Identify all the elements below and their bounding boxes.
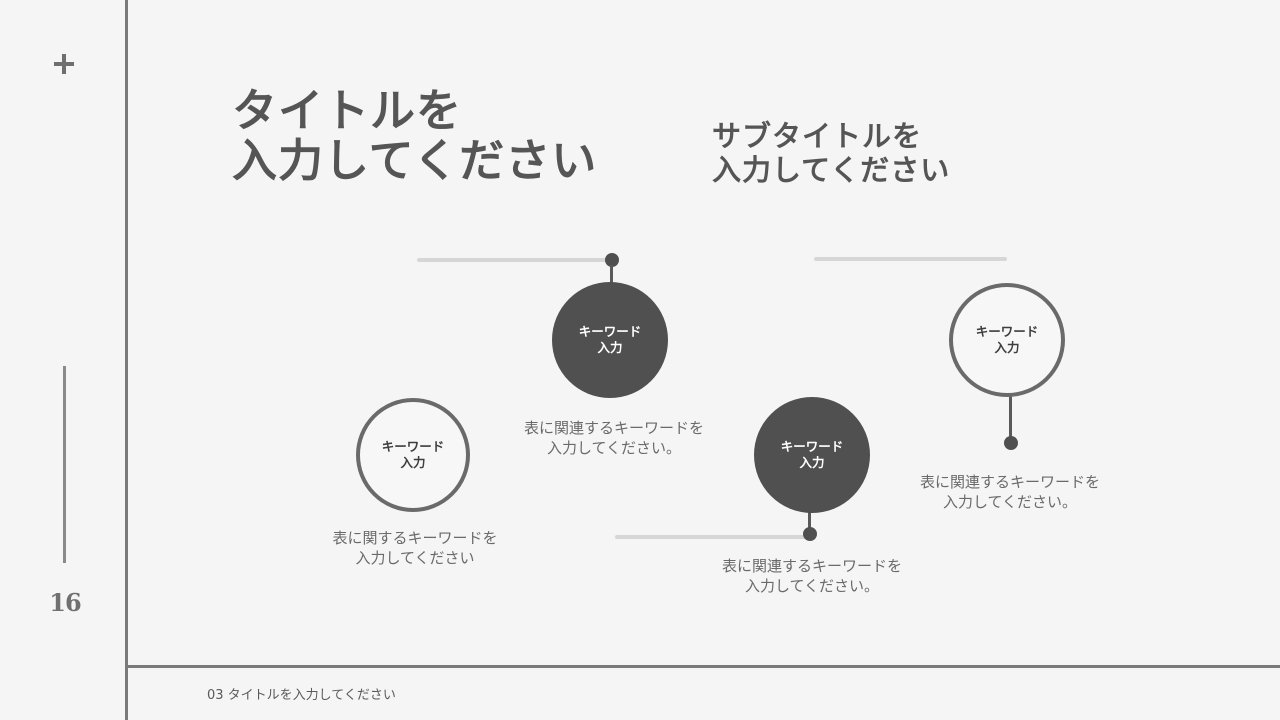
connector-dot bbox=[605, 253, 619, 267]
slide-subtitle: サブタイトルを 入力してください bbox=[712, 119, 950, 187]
description-line: 表に関するキーワードを bbox=[332, 529, 498, 547]
keyword-label-line-1: キーワード bbox=[975, 324, 1039, 339]
description-line: 入力してください。 bbox=[546, 439, 682, 457]
connector-bar-bottom bbox=[615, 535, 810, 539]
keyword-label-line-1: キーワード bbox=[780, 439, 844, 454]
keyword-circle-2: キーワード 入力 bbox=[552, 282, 668, 398]
description-line: 入力してください bbox=[355, 549, 475, 567]
slide-title: タイトルを 入力してください bbox=[232, 86, 597, 186]
keyword-circle-1: キーワード 入力 bbox=[356, 398, 470, 512]
side-accent-line bbox=[63, 366, 66, 563]
keyword-label-line-1: キーワード bbox=[578, 324, 642, 339]
connector-stem bbox=[1009, 394, 1012, 439]
keyword-label-line-1: キーワード bbox=[381, 439, 445, 454]
keyword-description-2: 表に関連するキーワードを 入力してください。 bbox=[500, 418, 728, 458]
connector-stem bbox=[808, 510, 811, 530]
keyword-description-1: 表に関するキーワードを 入力してください bbox=[313, 528, 517, 568]
description-line: 表に関連するキーワードを bbox=[523, 419, 704, 437]
page-number: 16 bbox=[49, 588, 81, 617]
subtitle-line-2: 入力してください bbox=[712, 153, 951, 187]
subtitle-line-1: サブタイトルを bbox=[712, 119, 923, 153]
frame-vertical-line bbox=[125, 0, 128, 720]
title-line-1: タイトルを bbox=[232, 84, 463, 137]
plus-icon bbox=[52, 52, 76, 76]
footer-section-title: 03 タイトルを入力してください bbox=[207, 688, 396, 703]
title-line-2: 入力してください bbox=[232, 134, 598, 187]
connector-stem bbox=[610, 265, 613, 285]
keyword-description-4: 表に関連するキーワードを 入力してください。 bbox=[896, 472, 1124, 512]
connector-bar-top-left bbox=[417, 258, 612, 262]
connector-dot bbox=[1004, 436, 1018, 450]
description-line: 表に関連するキーワードを bbox=[721, 557, 902, 575]
keyword-circle-4: キーワード 入力 bbox=[949, 283, 1065, 397]
keyword-label-line-2: 入力 bbox=[400, 455, 426, 470]
description-line: 入力してください。 bbox=[942, 493, 1078, 511]
description-line: 表に関連するキーワードを bbox=[919, 473, 1100, 491]
keyword-label-line-2: 入力 bbox=[597, 340, 623, 355]
keyword-label-line-2: 入力 bbox=[799, 455, 825, 470]
frame-footer-line bbox=[125, 665, 1280, 668]
keyword-label-line-2: 入力 bbox=[994, 340, 1020, 355]
connector-bar-top-right bbox=[814, 257, 1007, 261]
connector-dot bbox=[803, 527, 817, 541]
keyword-description-3: 表に関連するキーワードを 入力してください。 bbox=[698, 556, 926, 596]
description-line: 入力してください。 bbox=[744, 577, 880, 595]
keyword-circle-3: キーワード 入力 bbox=[754, 397, 870, 513]
